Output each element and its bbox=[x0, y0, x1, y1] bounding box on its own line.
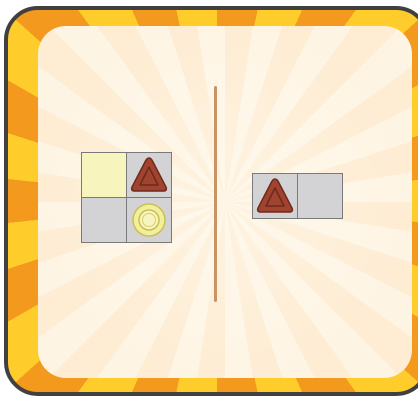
right-board bbox=[252, 173, 343, 219]
right-board-cell-2[interactable] bbox=[298, 174, 342, 218]
circle-icon[interactable] bbox=[127, 198, 171, 242]
left-board-cell-2[interactable] bbox=[127, 153, 171, 197]
center-divider bbox=[214, 86, 217, 302]
left-board-cell-3[interactable] bbox=[82, 198, 126, 242]
game-frame bbox=[4, 6, 418, 396]
left-board-cell-4[interactable] bbox=[127, 198, 171, 242]
right-board-cell-1[interactable] bbox=[253, 174, 297, 218]
triangle-icon[interactable] bbox=[253, 174, 297, 218]
left-board bbox=[81, 152, 172, 243]
triangle-icon[interactable] bbox=[127, 153, 171, 197]
left-board-cell-1[interactable] bbox=[82, 153, 126, 197]
